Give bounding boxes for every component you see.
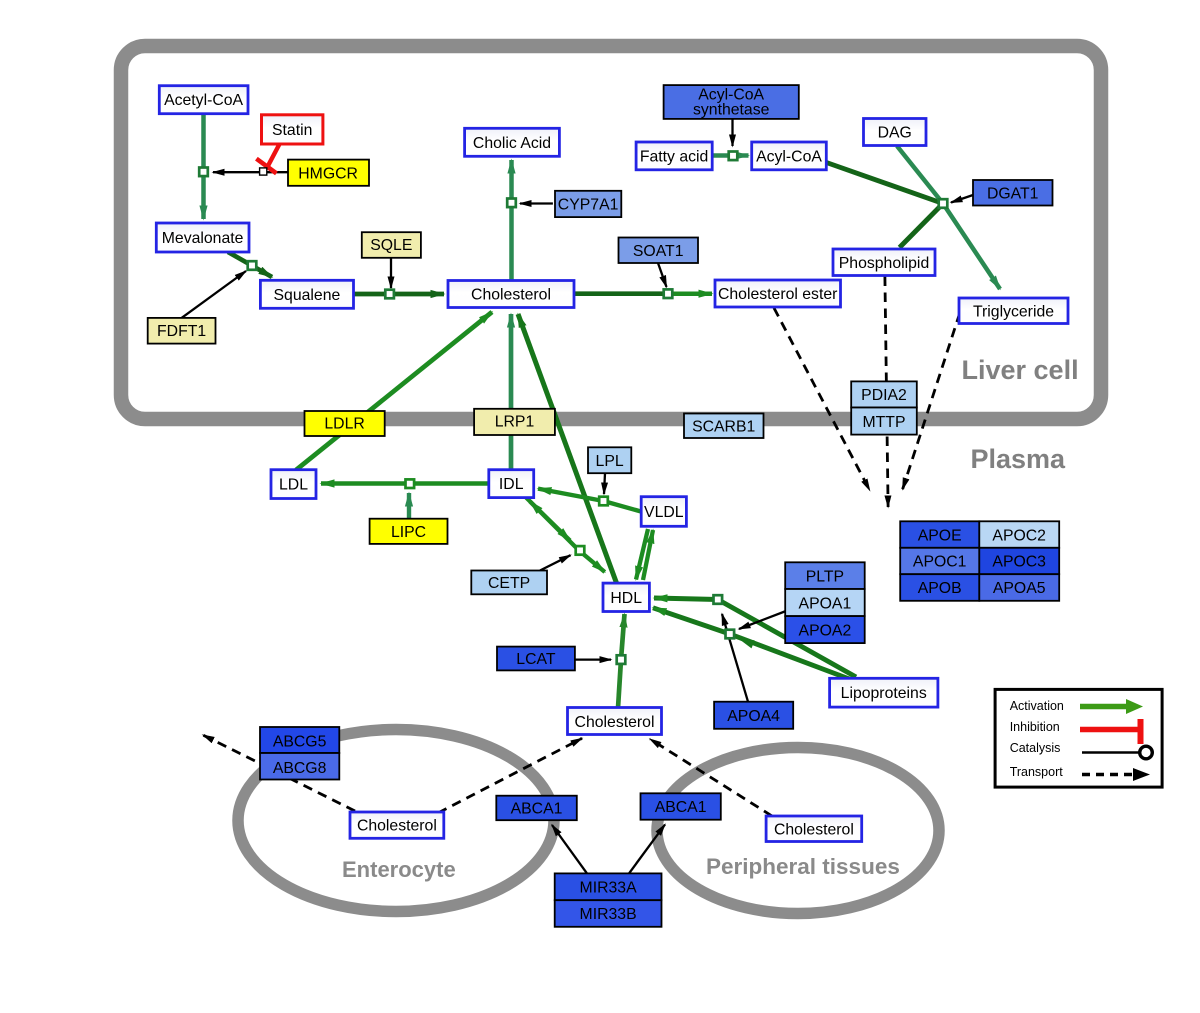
svg-text:Plasma: Plasma (971, 444, 1067, 474)
svg-text:Cholic Acid: Cholic Acid (473, 135, 551, 152)
svg-text:HMGCR: HMGCR (298, 165, 358, 182)
svg-text:Cholesterol: Cholesterol (575, 714, 655, 731)
svg-text:Lipoproteins: Lipoproteins (841, 685, 927, 702)
svg-text:Phospholipid: Phospholipid (839, 255, 929, 272)
svg-text:Statin: Statin (272, 122, 312, 139)
svg-text:Catalysis: Catalysis (1010, 741, 1061, 755)
svg-text:Liver cell: Liver cell (962, 355, 1079, 385)
svg-text:VLDL: VLDL (644, 504, 684, 521)
svg-text:MIR33A: MIR33A (580, 880, 638, 897)
svg-text:SOAT1: SOAT1 (633, 243, 684, 260)
svg-text:Mevalonate: Mevalonate (162, 230, 244, 247)
svg-text:APOA1: APOA1 (799, 595, 852, 612)
svg-text:SQLE: SQLE (370, 237, 412, 254)
svg-text:Acyl-CoA: Acyl-CoA (698, 87, 764, 104)
svg-text:DAG: DAG (878, 125, 912, 142)
svg-text:synthetase: synthetase (693, 102, 770, 119)
svg-text:CYP7A1: CYP7A1 (558, 197, 619, 214)
svg-text:APOC3: APOC3 (992, 554, 1046, 571)
svg-text:LIPC: LIPC (391, 524, 426, 541)
svg-text:MIR33B: MIR33B (580, 906, 637, 923)
svg-text:APOC1: APOC1 (913, 554, 967, 571)
svg-text:Cholesterol: Cholesterol (357, 818, 437, 835)
svg-text:DGAT1: DGAT1 (987, 186, 1039, 203)
svg-text:Acetyl-CoA: Acetyl-CoA (164, 92, 243, 109)
svg-text:HDL: HDL (610, 590, 642, 607)
svg-text:Inhibition: Inhibition (1010, 720, 1060, 734)
svg-text:FDFT1: FDFT1 (157, 323, 206, 340)
svg-text:LDLR: LDLR (324, 416, 364, 433)
svg-text:LCAT: LCAT (516, 651, 556, 668)
svg-text:Acyl-CoA: Acyl-CoA (756, 149, 822, 166)
svg-text:LRP1: LRP1 (495, 414, 535, 431)
svg-text:Fatty acid: Fatty acid (640, 149, 708, 166)
svg-text:Triglyceride: Triglyceride (973, 303, 1054, 320)
svg-text:Enterocyte: Enterocyte (342, 857, 456, 882)
svg-text:LPL: LPL (596, 453, 624, 470)
svg-text:Cholesterol ester: Cholesterol ester (718, 286, 837, 303)
svg-text:LDL: LDL (279, 477, 308, 494)
svg-text:ABCG5: ABCG5 (273, 734, 327, 751)
svg-text:Activation: Activation (1010, 699, 1064, 713)
svg-text:APOB: APOB (918, 580, 962, 597)
svg-text:ABCA1: ABCA1 (655, 799, 707, 816)
svg-text:Peripheral tissues: Peripheral tissues (706, 854, 900, 879)
svg-text:APOA5: APOA5 (993, 580, 1046, 597)
svg-text:PDIA2: PDIA2 (861, 387, 907, 404)
svg-text:Transport: Transport (1010, 765, 1064, 779)
svg-text:SCARB1: SCARB1 (692, 419, 755, 436)
svg-text:MTTP: MTTP (863, 414, 906, 431)
svg-text:PLTP: PLTP (806, 568, 844, 585)
svg-text:APOC2: APOC2 (992, 527, 1046, 544)
svg-text:Cholesterol: Cholesterol (774, 821, 854, 838)
svg-text:APOE: APOE (918, 527, 962, 544)
svg-text:APOA4: APOA4 (727, 708, 780, 725)
svg-text:APOA2: APOA2 (799, 622, 852, 639)
svg-text:ABCA1: ABCA1 (511, 801, 563, 818)
svg-text:Squalene: Squalene (274, 287, 341, 304)
svg-text:IDL: IDL (499, 476, 524, 493)
svg-text:CETP: CETP (488, 575, 530, 592)
svg-text:Cholesterol: Cholesterol (471, 287, 551, 304)
svg-text:ABCG8: ABCG8 (273, 760, 327, 777)
